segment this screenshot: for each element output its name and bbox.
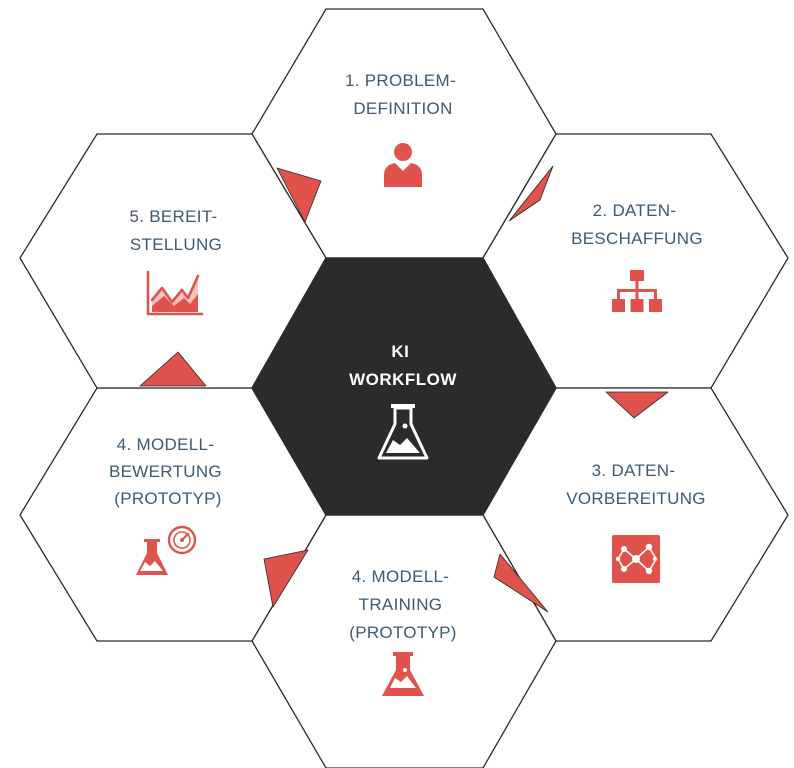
step-label-line: BESCHAFFUNG	[571, 229, 703, 248]
center-flask-icon	[377, 404, 429, 460]
step-label-datenbeschaffung: 2. DATEN- BESCHAFFUNG	[571, 201, 703, 248]
center-label-line: KI	[391, 342, 409, 361]
flow-arrow-3-to-4	[493, 553, 549, 613]
step-label-line: VORBEREITUNG	[566, 489, 706, 508]
step-label-line: BEWERTUNG	[109, 462, 222, 481]
step-label-line: TRAINING	[359, 595, 443, 614]
step-label-modelltraining: 4. MODELL- TRAINING (PROTOTYP)	[349, 567, 457, 642]
hierarchy-icon	[612, 270, 662, 312]
area-chart-icon	[146, 270, 204, 316]
step-label-line: STELLUNG	[130, 235, 222, 254]
flask-icon	[382, 652, 424, 696]
flow-arrow-2-to-3	[605, 391, 669, 419]
step-label-line: 2. DATEN-	[593, 201, 677, 220]
step-label-line: (PROTOTYP)	[114, 489, 222, 508]
step-label-line: 5. BEREIT-	[129, 207, 217, 226]
flow-arrow-5-to-1	[276, 167, 322, 223]
step-label-bereitstellung: 5. BEREIT- STELLUNG	[129, 207, 222, 254]
flask-gauge-icon	[136, 525, 197, 575]
flow-arrow-4b-to-5	[139, 351, 207, 387]
step-label-line: DEFINITION	[353, 99, 452, 118]
hex-center-ki-workflow	[251, 257, 557, 516]
step-label-line: 4. MODELL-	[352, 567, 449, 586]
step-label-line: 1. PROBLEM-	[345, 71, 456, 90]
network-icon	[612, 535, 660, 583]
step-label-line: (PROTOTYP)	[349, 623, 457, 642]
step-label-modellbewertung: 4. MODELL- BEWERTUNG (PROTOTYP)	[109, 435, 227, 508]
person-icon	[384, 143, 422, 187]
flow-arrow-1-to-2	[508, 165, 554, 222]
flow-arrow-4-to-4b	[263, 549, 309, 608]
step-label-line: 3. DATEN-	[592, 461, 676, 480]
step-label-datenvorbereitung: 3. DATEN- VORBEREITUNG	[566, 461, 706, 508]
step-label-line: 4. MODELL-	[117, 435, 214, 454]
center-label: KI WORKFLOW	[349, 342, 457, 389]
center-label-line: WORKFLOW	[349, 370, 457, 389]
step-label-problem-definition: 1. PROBLEM- DEFINITION	[345, 71, 461, 118]
